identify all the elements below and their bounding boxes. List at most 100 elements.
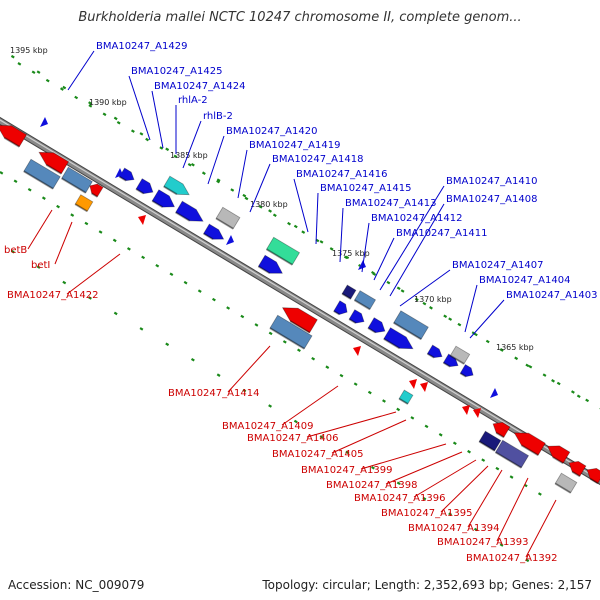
gene-shadow <box>333 310 340 316</box>
reverse-label-leader <box>66 253 121 295</box>
reverse-gene-label: BMA10247_A1422 <box>7 290 98 301</box>
reverse-label-leader <box>54 221 73 265</box>
forward-gene-label: BMA10247_A1408 <box>446 194 537 205</box>
reverse-label-leader <box>27 209 53 250</box>
tick-mark <box>165 342 170 347</box>
tick-mark <box>514 356 519 361</box>
reverse-label-leader <box>525 499 557 558</box>
tick-mark <box>499 348 504 352</box>
tick-mark <box>410 416 415 420</box>
tick-mark <box>216 179 221 184</box>
reverse-gene <box>492 421 511 438</box>
reverse-gene <box>546 445 571 464</box>
reverse-gene-small <box>473 408 481 418</box>
tick-mark <box>242 388 247 393</box>
gene-shadow <box>426 352 435 359</box>
kbp-label: 1365 kbp <box>496 343 534 352</box>
tick-mark <box>499 543 504 547</box>
tick-mark <box>197 289 202 293</box>
tick-mark <box>169 272 174 277</box>
forward-gene <box>333 300 348 315</box>
reverse-label-leader <box>496 477 529 542</box>
reverse-gene-label: betI <box>31 260 50 271</box>
reverse-gene <box>0 125 28 148</box>
tick-mark <box>367 390 372 395</box>
tick-mark <box>74 95 79 100</box>
gene-shadow <box>367 327 377 334</box>
forward-gene-label: BMA10247_A1429 <box>96 41 187 52</box>
gene-shadow <box>393 321 422 341</box>
forward-gene <box>265 236 301 266</box>
tick-mark <box>495 466 500 471</box>
forward-gene-label: rhlB-2 <box>203 111 233 122</box>
reverse-label-leader <box>413 459 477 498</box>
forward-gene-small <box>226 235 234 245</box>
tick-mark <box>216 373 221 377</box>
forward-gene-small <box>490 388 498 398</box>
gene-shadow <box>269 327 305 350</box>
tick-mark <box>556 381 561 386</box>
tick-mark <box>240 314 245 319</box>
tick-mark <box>201 171 206 175</box>
tick-mark <box>113 311 118 316</box>
reverse-gene-label: betB <box>4 245 27 256</box>
tick-mark <box>272 213 277 218</box>
forward-gene-label: BMA10247_A1425 <box>131 66 222 77</box>
tick-mark <box>382 399 386 403</box>
tick-mark <box>396 481 401 485</box>
forward-gene-label: BMA10247_A1415 <box>320 183 411 194</box>
tick-mark <box>84 221 89 226</box>
reverse-gene-label: BMA10247_A1405 <box>272 449 363 460</box>
reverse-gene <box>568 460 587 477</box>
gene-shadow <box>91 192 98 198</box>
forward-gene-label: BMA10247_A1420 <box>226 126 317 137</box>
gene-shadow <box>398 397 409 405</box>
tick-mark <box>400 289 405 293</box>
tick-mark <box>353 382 358 386</box>
gene-shadow <box>151 200 164 208</box>
forward-gene-label: BMA10247_A1403 <box>506 290 597 301</box>
tick-mark <box>155 264 160 268</box>
tick-mark <box>467 449 471 454</box>
tick-mark <box>113 116 118 121</box>
tick-mark <box>293 224 298 229</box>
kbp-label: 1395 kbp <box>10 46 48 55</box>
reverse-gene-label: BMA10247_A1392 <box>466 553 557 564</box>
tick-mark <box>126 247 131 251</box>
gene-shadow <box>554 482 572 494</box>
tick-mark <box>0 171 4 175</box>
tick-mark <box>173 154 178 159</box>
forward-label-leader <box>182 120 202 169</box>
reverse-gene-small <box>462 405 470 415</box>
tick-mark <box>190 357 195 362</box>
tick-mark <box>551 379 555 383</box>
tick-mark <box>585 398 590 403</box>
tick-mark <box>576 394 581 399</box>
tick-mark <box>139 327 144 331</box>
reverse-gene-small <box>409 379 417 389</box>
tick-mark <box>183 280 188 285</box>
forward-gene <box>353 290 377 310</box>
gene-shadow <box>495 431 505 439</box>
tick-mark <box>542 373 547 377</box>
forward-label-leader <box>207 135 225 185</box>
tick-mark <box>452 441 457 446</box>
tick-mark <box>159 146 164 150</box>
tick-mark <box>165 147 170 152</box>
gene-shadow <box>203 232 214 241</box>
reverse-gene-label: BMA10247_A1395 <box>381 508 472 519</box>
tick-mark <box>254 323 259 327</box>
tick-mark <box>268 331 273 336</box>
tick-mark <box>145 137 150 142</box>
tick-mark <box>297 348 301 353</box>
forward-gene-small <box>358 260 366 270</box>
reverse-label-leader <box>467 469 503 528</box>
genome-summary-text: Topology: circular; Length: 2,352,693 bp… <box>262 578 592 592</box>
gene-shadow <box>266 248 293 266</box>
kbp-label: 1370 kbp <box>414 295 452 304</box>
forward-gene-label: BMA10247_A1424 <box>154 81 245 92</box>
reverse-gene <box>89 183 104 198</box>
reverse-gene-label: BMA10247_A1399 <box>301 465 392 476</box>
reverse-label-leader <box>385 451 463 485</box>
gene-shadow <box>383 337 400 350</box>
